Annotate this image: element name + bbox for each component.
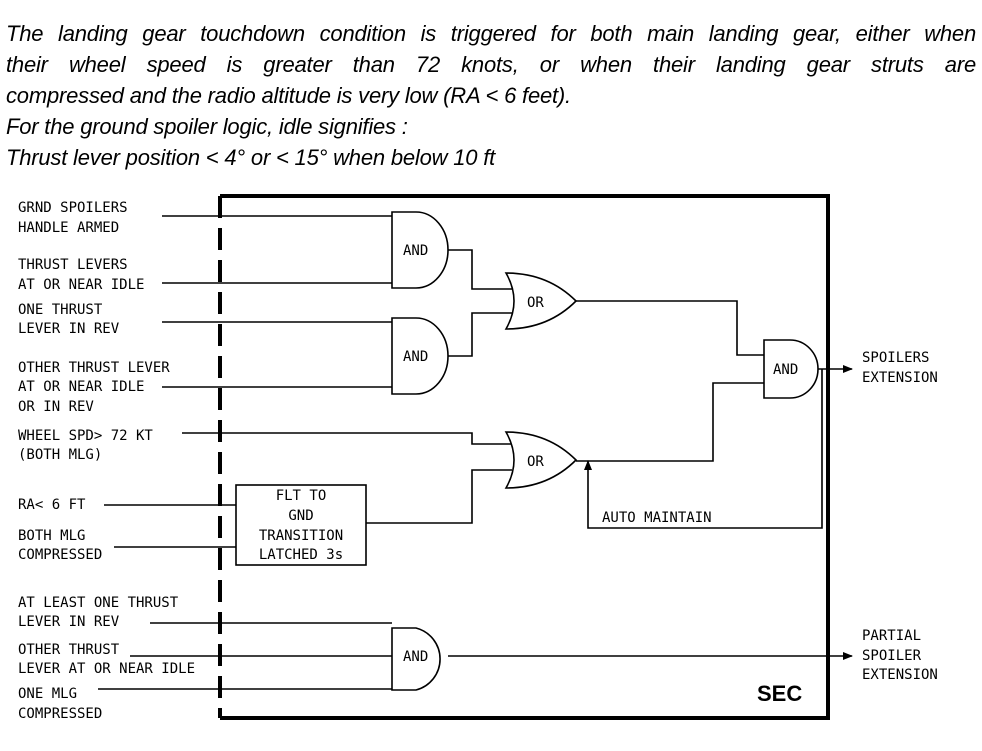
- input-grnd-spoilers: GRND SPOILERS HANDLE ARMED: [18, 200, 128, 236]
- sec-label: SEC: [757, 681, 802, 706]
- svg-text:LEVER IN REV: LEVER IN REV: [18, 614, 120, 630]
- and-gate-2: AND: [391, 317, 449, 395]
- svg-text:AND: AND: [403, 649, 428, 665]
- input-ra: RA< 6 FT: [18, 497, 86, 513]
- svg-text:RA< 6 FT: RA< 6 FT: [18, 497, 86, 513]
- svg-text:SPOILER: SPOILER: [862, 648, 922, 664]
- svg-text:AND: AND: [773, 362, 798, 378]
- svg-text:GRND SPOILERS: GRND SPOILERS: [18, 200, 128, 216]
- svg-text:TRANSITION: TRANSITION: [259, 528, 343, 544]
- svg-text:COMPRESSED: COMPRESSED: [18, 706, 102, 722]
- and-gate-1: AND: [391, 211, 449, 289]
- and-gate-4: AND: [391, 627, 441, 691]
- input-one-rev: ONE THRUST LEVER IN REV: [18, 302, 120, 337]
- svg-text:OR: OR: [527, 454, 544, 470]
- input-other-thrust-idle: OTHER THRUST LEVER AT OR NEAR IDLE: [18, 642, 195, 677]
- svg-text:LEVER AT OR NEAR IDLE: LEVER AT OR NEAR IDLE: [18, 661, 195, 677]
- svg-text:OR IN REV: OR IN REV: [18, 399, 94, 415]
- input-both-mlg: BOTH MLG COMPRESSED: [18, 528, 102, 563]
- svg-text:OTHER THRUST: OTHER THRUST: [18, 642, 120, 658]
- svg-text:WHEEL SPD> 72 KT: WHEEL SPD> 72 KT: [18, 428, 153, 444]
- svg-text:AT OR NEAR IDLE: AT OR NEAR IDLE: [18, 379, 144, 395]
- intro-text: The landing gear touchdown condition is …: [6, 18, 976, 173]
- svg-text:COMPRESSED: COMPRESSED: [18, 547, 102, 563]
- svg-text:PARTIAL: PARTIAL: [862, 628, 921, 644]
- auto-maintain-label: AUTO MAINTAIN: [602, 510, 712, 526]
- svg-text:AND: AND: [403, 349, 428, 365]
- svg-text:EXTENSION: EXTENSION: [862, 667, 938, 683]
- flt-gnd-latch-box: FLT TO GND TRANSITION LATCHED 3s: [235, 484, 367, 566]
- intro-line-3: compressed and the radio altitude is ver…: [6, 83, 571, 108]
- svg-text:ONE THRUST: ONE THRUST: [18, 302, 103, 318]
- svg-text:SPOILERS: SPOILERS: [862, 350, 929, 366]
- intro-line-4: For the ground spoiler logic, idle signi…: [6, 114, 408, 139]
- svg-text:LATCHED 3s: LATCHED 3s: [259, 547, 343, 563]
- and-gate-3: AND: [763, 339, 819, 399]
- svg-text:THRUST LEVERS: THRUST LEVERS: [18, 257, 128, 273]
- intro-line-5: Thrust lever position < 4° or < 15° when…: [6, 145, 496, 170]
- output-partial-spoiler-extension: PARTIAL SPOILER EXTENSION: [862, 628, 938, 683]
- input-wheel-spd: WHEEL SPD> 72 KT (BOTH MLG): [18, 428, 153, 463]
- or-gate-2: OR: [504, 431, 578, 489]
- input-other-idle-rev: OTHER THRUST LEVER AT OR NEAR IDLE OR IN…: [18, 360, 170, 415]
- svg-text:BOTH MLG: BOTH MLG: [18, 528, 85, 544]
- input-thrust-idle: THRUST LEVERS AT OR NEAR IDLE: [18, 257, 144, 293]
- intro-line-1: The landing gear touchdown condition is …: [6, 21, 976, 46]
- svg-text:FLT TO: FLT TO: [276, 488, 327, 504]
- intro-line-2: their wheel speed is greater than 72 kno…: [6, 52, 976, 77]
- svg-text:AND: AND: [403, 243, 428, 259]
- output-spoilers-extension: SPOILERS EXTENSION: [862, 350, 938, 386]
- or-gate-1: OR: [504, 272, 578, 330]
- sec-box: [218, 194, 830, 720]
- svg-text:LEVER IN REV: LEVER IN REV: [18, 321, 120, 337]
- svg-text:OR: OR: [527, 295, 544, 311]
- svg-text:ONE MLG: ONE MLG: [18, 686, 77, 702]
- input-at-least-one-rev: AT LEAST ONE THRUST LEVER IN REV: [18, 595, 179, 630]
- svg-text:AT LEAST ONE THRUST: AT LEAST ONE THRUST: [18, 595, 179, 611]
- svg-text:AT OR NEAR IDLE: AT OR NEAR IDLE: [18, 277, 144, 293]
- svg-text:(BOTH MLG): (BOTH MLG): [18, 447, 102, 463]
- wires: [98, 215, 853, 690]
- svg-text:GND: GND: [288, 508, 313, 524]
- input-one-mlg: ONE MLG COMPRESSED: [18, 686, 102, 722]
- svg-text:HANDLE ARMED: HANDLE ARMED: [18, 220, 119, 236]
- svg-text:EXTENSION: EXTENSION: [862, 370, 938, 386]
- svg-text:OTHER THRUST LEVER: OTHER THRUST LEVER: [18, 360, 170, 376]
